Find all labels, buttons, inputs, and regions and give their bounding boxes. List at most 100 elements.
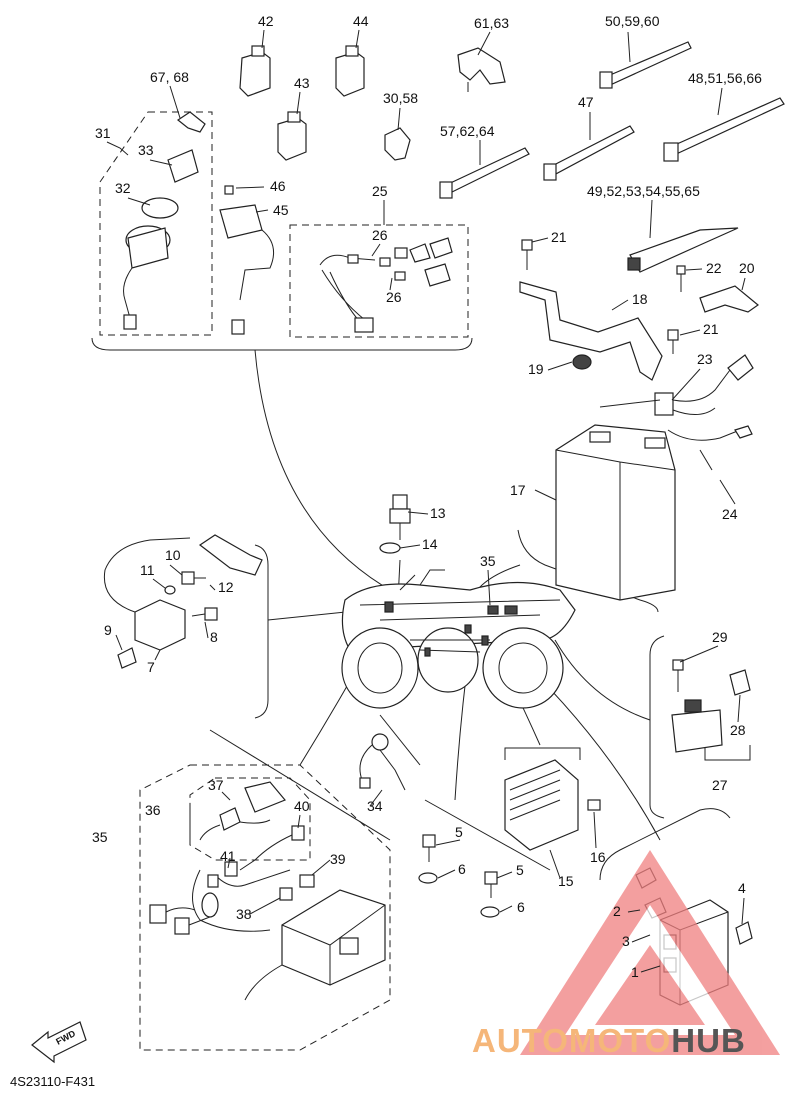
washer-11 <box>164 585 176 595</box>
gasket-14 <box>379 542 401 554</box>
bolt-8 <box>191 607 218 621</box>
relay-group-box-inner <box>189 777 311 861</box>
coupler-43 <box>277 111 307 161</box>
cable-tie-48-51-56-66 <box>663 97 785 162</box>
lower-mid-bracket <box>424 799 551 871</box>
callout-9: 9 <box>104 622 112 638</box>
main-switch-assembly <box>123 111 206 330</box>
callout-25: 25 <box>372 183 388 199</box>
callout-6-b: 6 <box>517 899 525 915</box>
cable-tie-57-62-64 <box>439 147 530 199</box>
callout-5-a: 5 <box>455 824 463 840</box>
bolt-29 <box>672 659 684 692</box>
battery-cover-20 <box>699 285 759 313</box>
callout-48-51-56-66: 48,51,56,66 <box>688 70 762 86</box>
regulator-bracket <box>504 747 581 760</box>
callout-1: 1 <box>631 964 639 980</box>
callout-36: 36 <box>145 802 161 818</box>
bracket-27 <box>704 745 751 761</box>
cable-tie-47 <box>543 125 635 181</box>
callout-47: 47 <box>578 94 594 110</box>
callout-14: 14 <box>422 536 438 552</box>
sub-lead-harness <box>319 237 453 333</box>
callout-42: 42 <box>258 13 274 29</box>
callout-2: 2 <box>613 903 621 919</box>
callout-21-b: 21 <box>703 321 719 337</box>
callout-26-b: 26 <box>386 289 402 305</box>
callout-35-a: 35 <box>480 553 496 569</box>
bolt-22 <box>676 265 686 292</box>
bolt-21-top <box>521 239 533 270</box>
callout-22: 22 <box>706 260 722 276</box>
diagram-code: 4S23110-F431 <box>10 1074 96 1089</box>
clamp-30-58 <box>384 127 411 161</box>
clamp-61-63 <box>457 47 506 92</box>
battery-cable-24 <box>667 425 753 471</box>
atv-illustration <box>341 569 576 709</box>
watermark-part1: AUTOMOTO <box>472 1022 672 1059</box>
callout-31: 31 <box>95 125 111 141</box>
plug-cap-12 <box>198 534 263 576</box>
callout-19: 19 <box>528 361 544 377</box>
watermark-part2: HUB <box>671 1022 746 1059</box>
starter-relay-cable-23 <box>599 354 754 416</box>
harness-group-box <box>289 224 469 338</box>
coupler-44 <box>335 45 365 97</box>
callout-49-65: 49,52,53,54,55,65 <box>587 183 700 199</box>
callout-8: 8 <box>210 629 218 645</box>
callout-57-62-64: 57,62,64 <box>440 123 495 139</box>
bolt-10 <box>181 571 206 585</box>
cable-tie-50-59-60 <box>599 41 692 89</box>
callout-leaders <box>106 29 746 973</box>
thermo-sensor-13 <box>389 494 411 540</box>
callout-45: 45 <box>273 202 289 218</box>
switch-34 <box>359 733 406 791</box>
callout-13: 13 <box>430 505 446 521</box>
bolt-21-right <box>667 329 679 354</box>
callout-16: 16 <box>590 849 606 865</box>
callout-15: 15 <box>558 873 574 889</box>
collar-9 <box>117 647 137 669</box>
bolt-5-lower <box>484 871 498 898</box>
relay-group-box-outer <box>139 764 391 1051</box>
battery-17 <box>555 424 676 601</box>
callout-67-68: 67, 68 <box>150 69 189 85</box>
callout-34: 34 <box>367 798 383 814</box>
callout-20: 20 <box>739 260 755 276</box>
coupler-42 <box>239 45 271 97</box>
callout-21-a: 21 <box>551 229 567 245</box>
ignition-coil-7 <box>103 537 191 651</box>
upper-bracket <box>91 337 473 351</box>
buzzer-45 <box>219 185 275 335</box>
callout-30-58: 30,58 <box>383 90 418 106</box>
ignition-group-box <box>99 111 213 336</box>
callout-26-a: 26 <box>372 227 388 243</box>
starter-relay-27 <box>671 699 723 753</box>
bolt-16 <box>587 799 601 811</box>
callout-29: 29 <box>712 629 728 645</box>
callout-46: 46 <box>270 178 286 194</box>
cdi-bracket <box>599 808 731 881</box>
callout-61-63: 61,63 <box>474 15 509 31</box>
callout-41: 41 <box>220 848 236 864</box>
relay-bracket-line <box>379 714 421 766</box>
callout-28: 28 <box>730 722 746 738</box>
callout-18: 18 <box>632 291 648 307</box>
callout-12: 12 <box>218 579 234 595</box>
leader-upper-group <box>254 349 391 591</box>
callout-10: 10 <box>165 547 181 563</box>
callout-32: 32 <box>115 180 131 196</box>
callout-43: 43 <box>294 75 310 91</box>
callout-24: 24 <box>722 506 738 522</box>
rectifier-regulator-15 <box>504 759 579 851</box>
callout-38: 38 <box>236 906 252 922</box>
callout-11: 11 <box>140 562 155 578</box>
clip-49-65 <box>627 227 739 273</box>
callout-4: 4 <box>738 880 746 896</box>
lower-left-bracket <box>209 729 391 841</box>
callout-3: 3 <box>622 933 630 949</box>
washer-6-upper <box>418 872 438 884</box>
leader-right-group <box>554 639 651 721</box>
left-mid-bracket <box>254 544 269 719</box>
watermark-logo <box>520 850 780 1055</box>
